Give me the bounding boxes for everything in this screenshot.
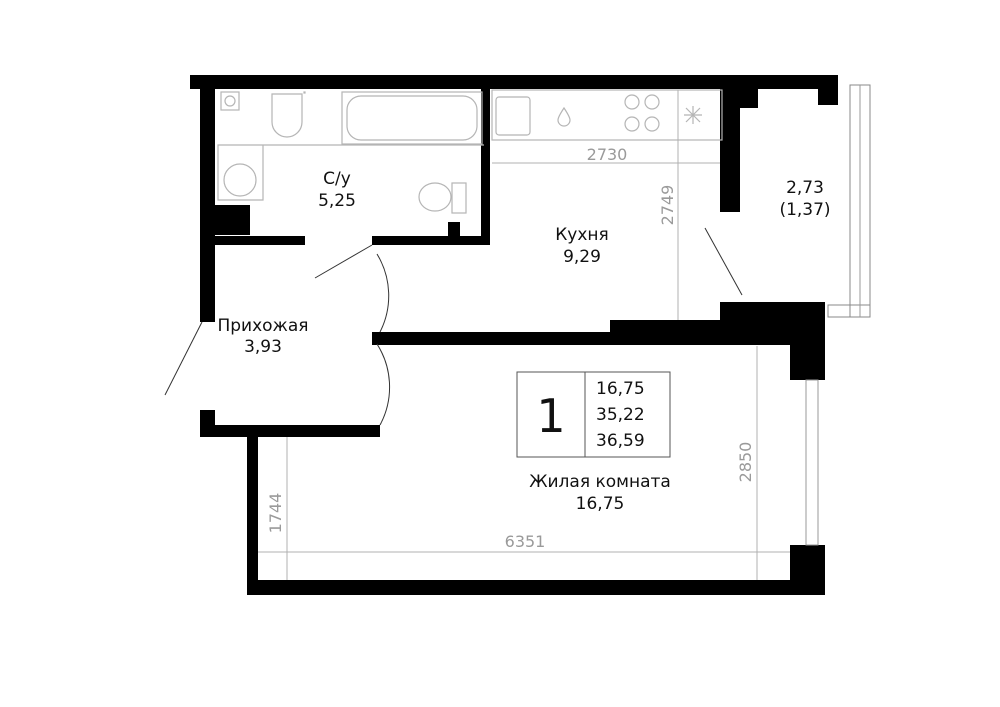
bathroom-name: С/у	[323, 169, 351, 189]
balcony-reduced-area: (1,37)	[779, 200, 830, 220]
toilet-icon	[418, 182, 452, 212]
kitchen-sink-icon	[495, 96, 531, 136]
washing-machine-icon	[223, 163, 257, 197]
summary-box: 1 16,75 35,22 36,59	[516, 371, 671, 458]
fridge-icon	[684, 106, 702, 124]
stove-icon	[624, 94, 640, 110]
doors	[164, 227, 743, 426]
walls	[190, 75, 838, 595]
rooms-count: 1	[536, 389, 565, 443]
kitchen-depth-dimension: 2749	[658, 185, 677, 226]
total-area: 35,22	[596, 405, 645, 425]
balcony-area: 2,73	[786, 178, 824, 198]
kitchen-name: Кухня	[555, 225, 609, 245]
balcony-frame	[805, 84, 871, 546]
bathtub-icon	[341, 91, 483, 145]
dishwasher-icon	[557, 106, 571, 127]
bathroom-area: 5,25	[318, 191, 356, 211]
kitchen-counter	[491, 89, 723, 141]
kitchen-area: 9,29	[563, 247, 601, 267]
total-area-with-balcony: 36,59	[596, 431, 645, 451]
kitchen-width-dimension: 2730	[587, 145, 628, 164]
vent-icon	[220, 91, 240, 111]
living-depth-dimension: 2850	[736, 442, 755, 483]
sink-icon	[271, 93, 303, 138]
plumbing-fixtures	[217, 89, 723, 214]
hallway-name: Прихожая	[217, 316, 308, 336]
living-room-name: Жилая комната	[529, 472, 671, 492]
dimension-lines	[258, 90, 790, 580]
hallway-area: 3,93	[244, 337, 282, 357]
living-width-dimension: 6351	[505, 532, 546, 551]
living-left-dimension: 1744	[266, 493, 285, 534]
living-area-total: 16,75	[596, 379, 645, 399]
living-room-area: 16,75	[576, 494, 625, 514]
